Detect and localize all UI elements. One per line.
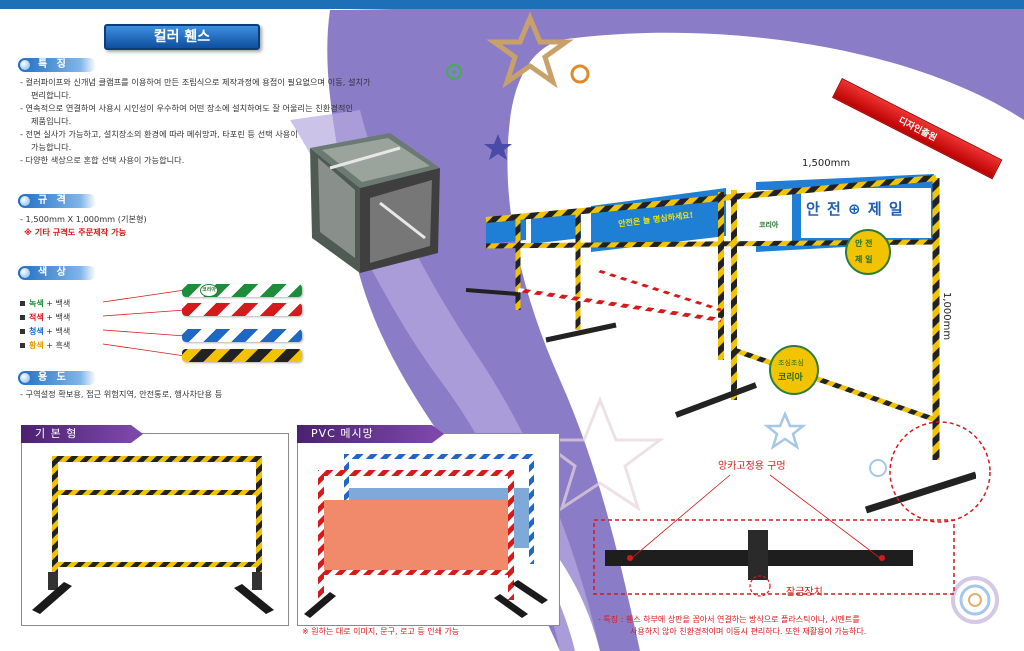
feature-line-7: - 다양한 색상으로 혼합 선택 사용이 가능합니다. [20,155,185,165]
feature-footnote: - 특징 : 휀스 하부에 상판을 꼽아서 연결하는 방식으로 플라스틱이나, … [598,614,1018,638]
anchor-hole-label: 앙카고정용 구멍 [718,461,786,472]
feature-line-6: 가능합니다. [31,142,72,152]
badge-korea-bottom: 코리아 [778,373,803,383]
cube-image [310,133,440,273]
feature-line-5: - 전면 실사가 가능하고, 설치장소의 환경에 따라 메쉬망과, 타포린 등 … [20,129,298,139]
banner-logo-text: 코리아 [759,221,779,229]
height-dimension: 1,000mm [941,292,952,341]
swatch-blue-white [182,329,302,342]
spec-custom-note: ※ 기타 규격도 주문제작 가능 [24,227,127,237]
spec-line: - 1,500mm X 1,000mm (기본형) [20,214,147,224]
feature-line-3: - 연속적으로 연결하여 사용시 시인성이 우수하여 어떤 장소에 설치하여도 … [20,103,353,113]
spec-heading: 규 격 [18,194,98,210]
page-title: 컬러 휀스 [104,24,260,50]
callout-graphics [593,421,991,597]
badge-safety-bottom: 제 일 [855,255,873,264]
usage-line: - 구역설정 확보용, 접근 위험지역, 안전통로, 행사차단용 등 [20,389,223,399]
pvc-fence-image [304,454,548,618]
color-connector-lines [102,288,188,358]
width-dimension: 1,500mm [802,158,851,169]
swatch-red-white [182,303,302,316]
footnote-line-1: - 특징 : 휀스 하부에 상판을 꼽아서 연결하는 방식으로 플라스틱이나, … [598,615,860,624]
color-item-blue: 청색 + 백색 [20,326,110,337]
badge-korea-top: 조심조심 [778,359,804,367]
features-heading: 특 징 [18,58,98,74]
swatch-logo: 코리아 [200,284,218,297]
pvc-print-note: ※ 원하는 대로 이미지, 문구, 로고 등 인쇄 가능 [302,627,460,636]
basic-type-tab: 기 본 형 [21,425,143,443]
basic-fence-image [32,456,274,614]
colors-heading: 색 상 [18,266,98,282]
color-item-green: 녹색 + 백색 [20,298,110,309]
top-accent-bar [0,0,1024,9]
feature-line-2: 편리합니다. [31,90,72,100]
swatch-yellow-black [182,349,302,362]
banner-main-text: 안 전 ⊕ 제 일 [806,200,904,218]
badge-safety-top: 안 전 [855,239,873,248]
usage-heading: 용 도 [18,371,98,387]
color-item-yellow: 황색 + 흑색 [20,340,110,351]
pvc-mesh-tab: PVC 메시망 [297,425,444,443]
feature-line-4: 제품입니다. [31,116,72,126]
product-fence-image [465,174,976,514]
feature-line-1: - 컬러파이프와 신개념 클램프를 이용하여 만든 조립식으로 제작과정에 용접… [20,77,371,87]
lock-device-label: 잠금장치 [786,587,823,598]
footnote-line-2: 사용하지 않아 친환경적이며 이동시 편리하다. 또한 재활용이 가능하다. [630,627,867,636]
color-item-red: 적색 + 백색 [20,312,110,323]
